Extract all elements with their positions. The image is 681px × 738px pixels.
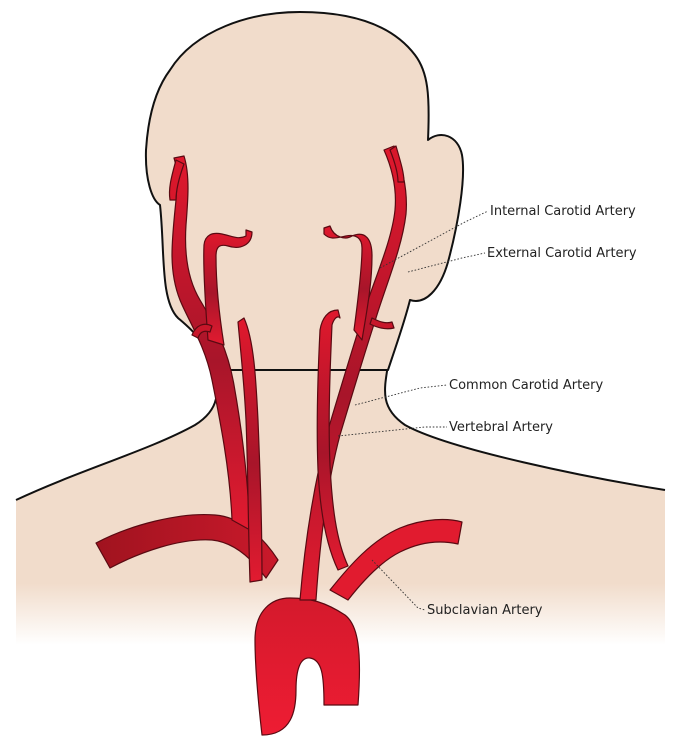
label-common-carotid-artery: Common Carotid Artery — [449, 378, 604, 393]
label-vertebral-artery: Vertebral Artery — [449, 420, 553, 435]
label-external-carotid-artery: External Carotid Artery — [487, 246, 637, 261]
aortic-arch — [255, 598, 359, 735]
label-internal-carotid-artery: Internal Carotid Artery — [490, 204, 636, 219]
label-subclavian-artery: Subclavian Artery — [427, 603, 543, 618]
